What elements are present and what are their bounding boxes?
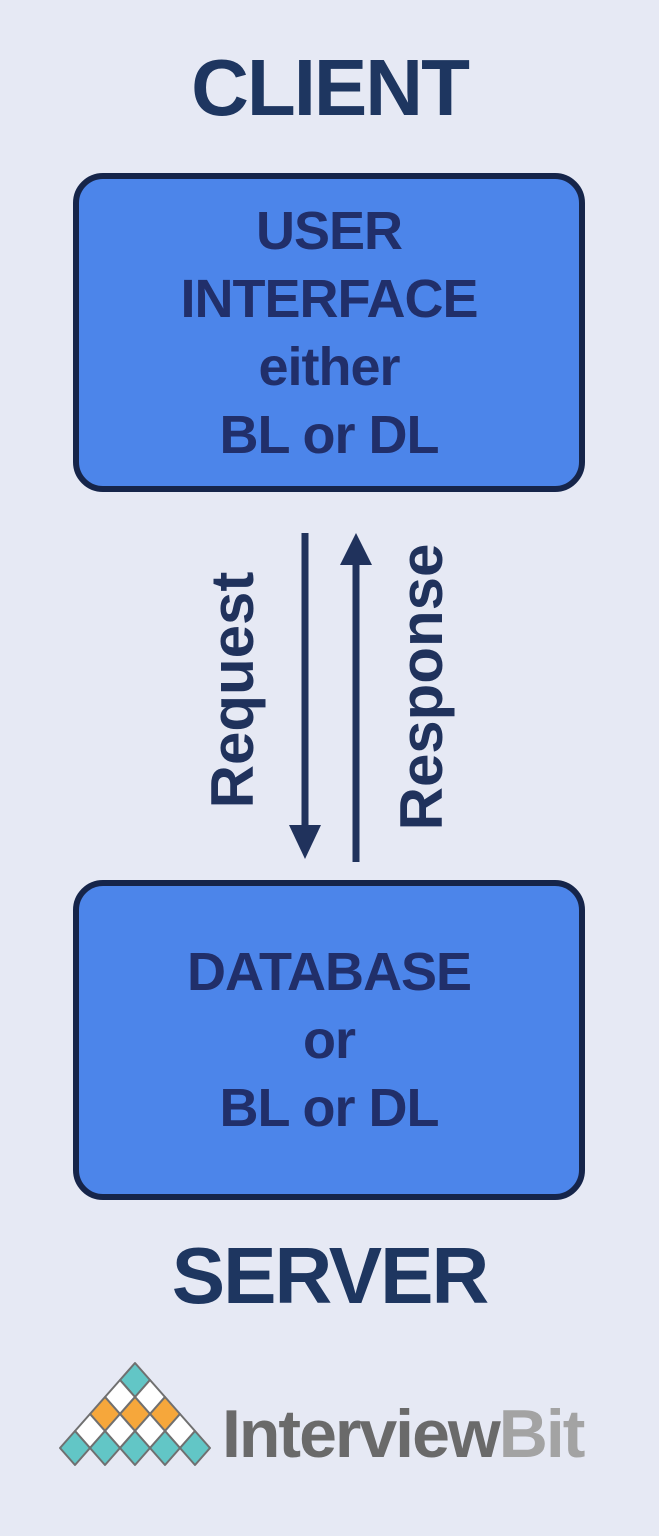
logo-diamond-orange xyxy=(119,1396,151,1432)
logo-diamond-white xyxy=(104,1413,136,1449)
server-box: DATABASE or BL or DL xyxy=(73,880,585,1200)
logo-diamond-teal xyxy=(119,1362,151,1398)
wordmark-bit: Bit xyxy=(498,1396,586,1472)
logo-diamond-white xyxy=(74,1413,106,1449)
response-label: Response xyxy=(388,543,455,831)
server-heading: SERVER xyxy=(171,1231,490,1320)
request-down-arrow xyxy=(289,533,321,859)
logo-diamond-teal xyxy=(119,1430,151,1466)
request-label: Request xyxy=(199,571,266,809)
logo-diamond-white xyxy=(164,1413,196,1449)
wordmark-interview: Interview xyxy=(222,1396,501,1472)
logo-diamond-orange xyxy=(149,1396,181,1432)
client-box-line-1: USER xyxy=(255,200,403,261)
server-box-line-3: BL or DL xyxy=(219,1078,440,1138)
request-response-arrows xyxy=(289,533,372,862)
client-box-line-3: either xyxy=(258,336,400,397)
interviewbit-pyramid-icon xyxy=(59,1362,211,1466)
server-box-line-1: DATABASE xyxy=(187,942,472,1002)
logo-diamond-teal xyxy=(59,1430,91,1466)
logo-diamond-teal xyxy=(149,1430,181,1466)
logo-diamond-white xyxy=(134,1379,166,1415)
server-box-line-2: or xyxy=(303,1010,356,1070)
client-box: USER INTERFACE either BL or DL xyxy=(73,173,585,492)
client-heading: CLIENT xyxy=(191,43,470,132)
logo-diamond-orange xyxy=(89,1396,121,1432)
response-up-arrow xyxy=(340,533,372,862)
logo-diamond-teal xyxy=(179,1430,211,1466)
logo-diamond-white xyxy=(104,1379,136,1415)
client-box-line-2: INTERFACE xyxy=(180,268,478,329)
logo-diamond-teal xyxy=(89,1430,121,1466)
client-box-line-4: BL or DL xyxy=(219,404,440,465)
interviewbit-wordmark: InterviewBit xyxy=(222,1400,585,1468)
logo-diamond-white xyxy=(134,1413,166,1449)
